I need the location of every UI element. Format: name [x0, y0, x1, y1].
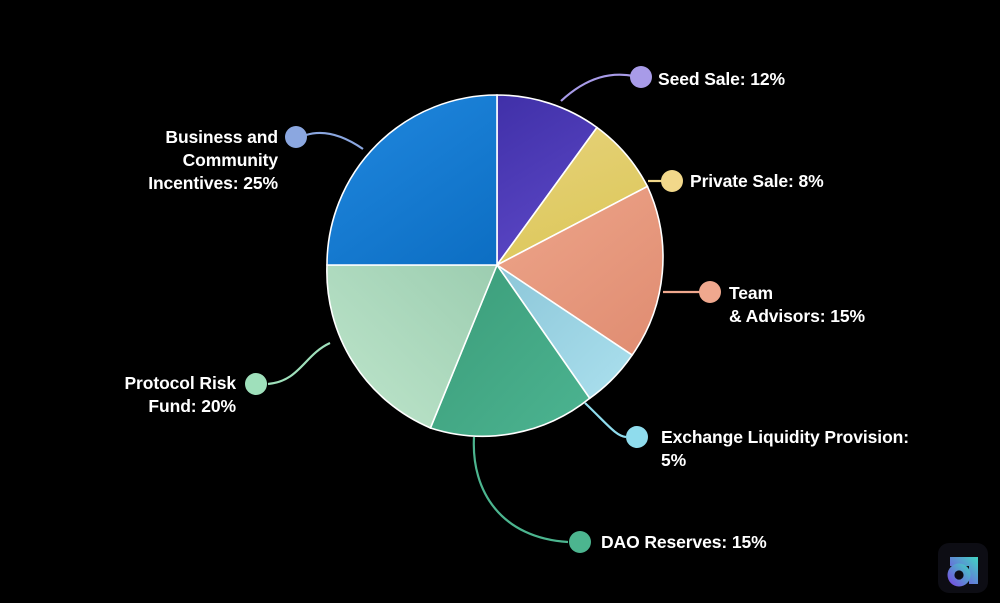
legend-dot-business-incentives[interactable]: [285, 126, 307, 148]
pie-slice-team-advisors[interactable]: [495, 185, 664, 357]
leader-line-business-incentives: [305, 131, 364, 150]
legend-dot-team-advisors[interactable]: [699, 281, 721, 303]
leader-dots: [245, 66, 721, 553]
leader-line-protocol-risk-fund: [267, 342, 331, 386]
label-private-sale: Private Sale: 8%: [690, 171, 824, 191]
pie-slice-protocol-risk-fund[interactable]: [326, 264, 499, 430]
legend-dot-dao-reserves[interactable]: [569, 531, 591, 553]
brand-logo-mark[interactable]: [938, 543, 988, 593]
label-team-advisors: Team & Advisors: 15%: [729, 283, 865, 326]
label-business-community-incentives: Business and Community Incentives: 25%: [148, 127, 278, 193]
pie-slice-dao-reserves[interactable]: [429, 263, 591, 438]
label-exchange-liquidity-provision: Exchange Liquidity Provision: 5%: [661, 427, 909, 470]
leader-line-dao-reserves: [472, 436, 569, 544]
leader-line-seed-sale: [560, 73, 635, 102]
pie-slice-business-community[interactable]: [326, 94, 498, 266]
leader-lines: [267, 73, 700, 544]
legend-dot-exchange-liquidity[interactable]: [626, 426, 648, 448]
pie-slices: [326, 94, 664, 438]
legend-dot-private-sale[interactable]: [661, 170, 683, 192]
leader-line-exchange-liquidity: [584, 402, 627, 439]
legend-dot-protocol-risk-fund[interactable]: [245, 373, 267, 395]
pie-slice-seed-sale[interactable]: [496, 94, 599, 268]
legend-dot-seed-sale[interactable]: [630, 66, 652, 88]
label-seed-sale: Seed Sale: 12%: [658, 69, 786, 89]
label-protocol-risk-fund: Protocol Risk Fund: 20%: [124, 373, 236, 416]
label-dao-reserves: DAO Reserves: 15%: [601, 532, 767, 552]
